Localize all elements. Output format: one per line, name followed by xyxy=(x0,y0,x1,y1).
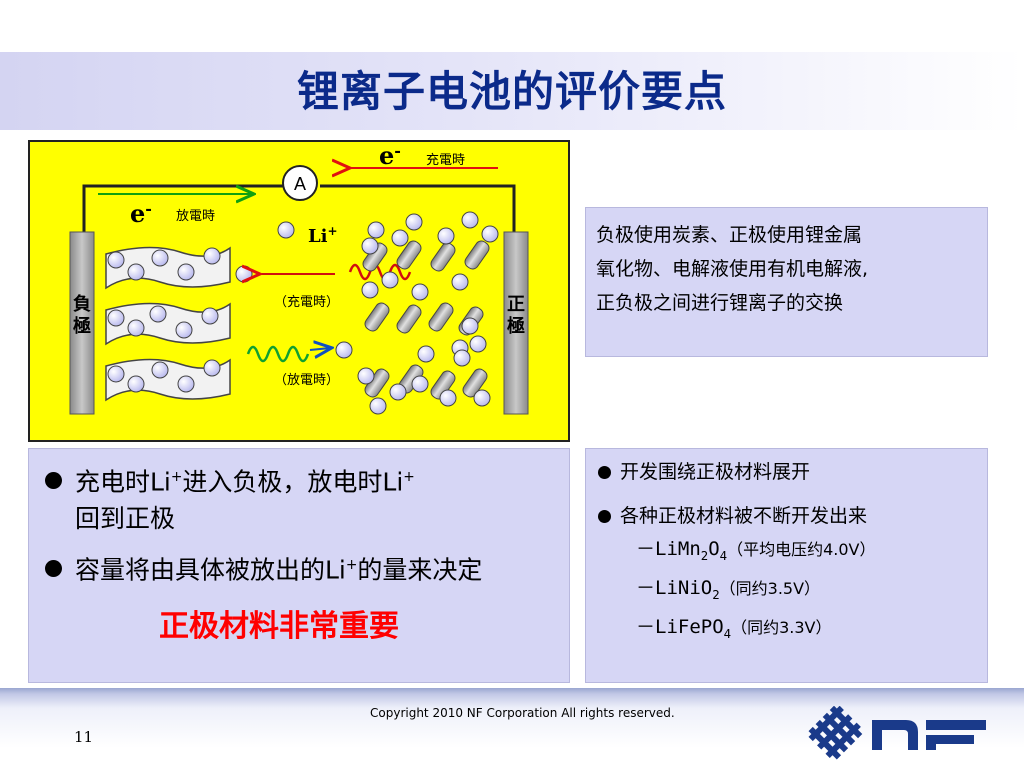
ammeter-label: A xyxy=(294,174,306,194)
lithium-ions-cathode xyxy=(357,211,499,415)
discharge-wave xyxy=(246,345,310,363)
negative-electrode-label-2: 極 xyxy=(73,315,91,337)
nf-logo-icon xyxy=(808,705,986,760)
wire-right xyxy=(320,184,516,232)
summary-box: 充电时Li+进入负极，放电时Li+回到正极 容量将由具体被放出的Li+的量来决定… xyxy=(28,448,570,683)
material-linio2: －LiNiO2（同约3.5V） xyxy=(636,576,821,602)
positive-electrode-label-2: 極 xyxy=(507,315,525,337)
description-line: 负极使用炭素、正极使用锂金属 xyxy=(596,224,863,246)
wire-left xyxy=(82,184,284,232)
bullet-dot xyxy=(598,466,611,479)
li-ion-label: Li+ xyxy=(308,224,338,247)
discharge-label: 放電時 xyxy=(176,209,215,224)
description-box: 负极使用炭素、正极使用锂金属 氧化物、电解液使用有机电解液, 正负极之间进行锂离… xyxy=(585,207,988,357)
materials-bullet-1: 开发围绕正极材料展开 xyxy=(596,457,977,487)
negative-electrode xyxy=(69,231,95,415)
charge-wave xyxy=(348,263,412,281)
discharge-electron-symbol: e- xyxy=(130,199,152,228)
charge-label: 充電時 xyxy=(426,152,465,168)
charge-electron-symbol: e- xyxy=(379,142,401,170)
title-band xyxy=(0,52,1024,130)
battery-diagram: A e- 充電時 e- 放電時 負 極 正 極 xyxy=(28,140,570,442)
discharge-ion-arrow xyxy=(309,348,330,350)
description-line: 氧化物、电解液使用有机电解液, xyxy=(596,258,869,280)
material-limn2o4: －LiMn2O4（平均电压约4.0V） xyxy=(636,538,876,563)
positive-electrode-label-1: 正 xyxy=(507,294,525,315)
battery-diagram-svg: A e- 充電時 e- 放電時 負 極 正 極 xyxy=(69,142,529,415)
emphasis-text: 正极材料非常重要 xyxy=(159,608,399,644)
cathode-particles xyxy=(362,240,490,400)
materials-bullet-2: 各种正极材料被不断开发出来 xyxy=(596,501,977,531)
description-line: 正负极之间进行锂离子的交换 xyxy=(596,292,844,314)
positive-electrode xyxy=(503,231,529,415)
nf-logo xyxy=(808,705,988,766)
material-lifepo4: －LiFePO4（同约3.3V） xyxy=(636,615,832,641)
negative-electrode-label-1: 負 xyxy=(73,293,91,315)
discharge-paren-label: （放電時） xyxy=(274,373,339,388)
charge-paren-label: （充電時） xyxy=(274,294,339,310)
bullet-dot xyxy=(598,510,611,523)
summary-bullet-2: 容量将由具体被放出的Li+的量来决定 xyxy=(43,547,555,588)
bullet-dot xyxy=(45,472,62,489)
summary-bullet-1: 充电时Li+进入负极，放电时Li+回到正极 xyxy=(43,459,555,537)
copyright-text: Copyright 2010 NF Corporation All rights… xyxy=(370,706,675,720)
bullet-dot xyxy=(45,560,62,578)
ammeter xyxy=(282,165,318,201)
page-number: 11 xyxy=(74,728,94,746)
materials-box: 开发围绕正极材料展开 各种正极材料被不断开发出来 －LiMn2O4（平均电压约4… xyxy=(585,448,988,683)
page-title: 锂离子电池的评价要点 xyxy=(296,67,727,116)
